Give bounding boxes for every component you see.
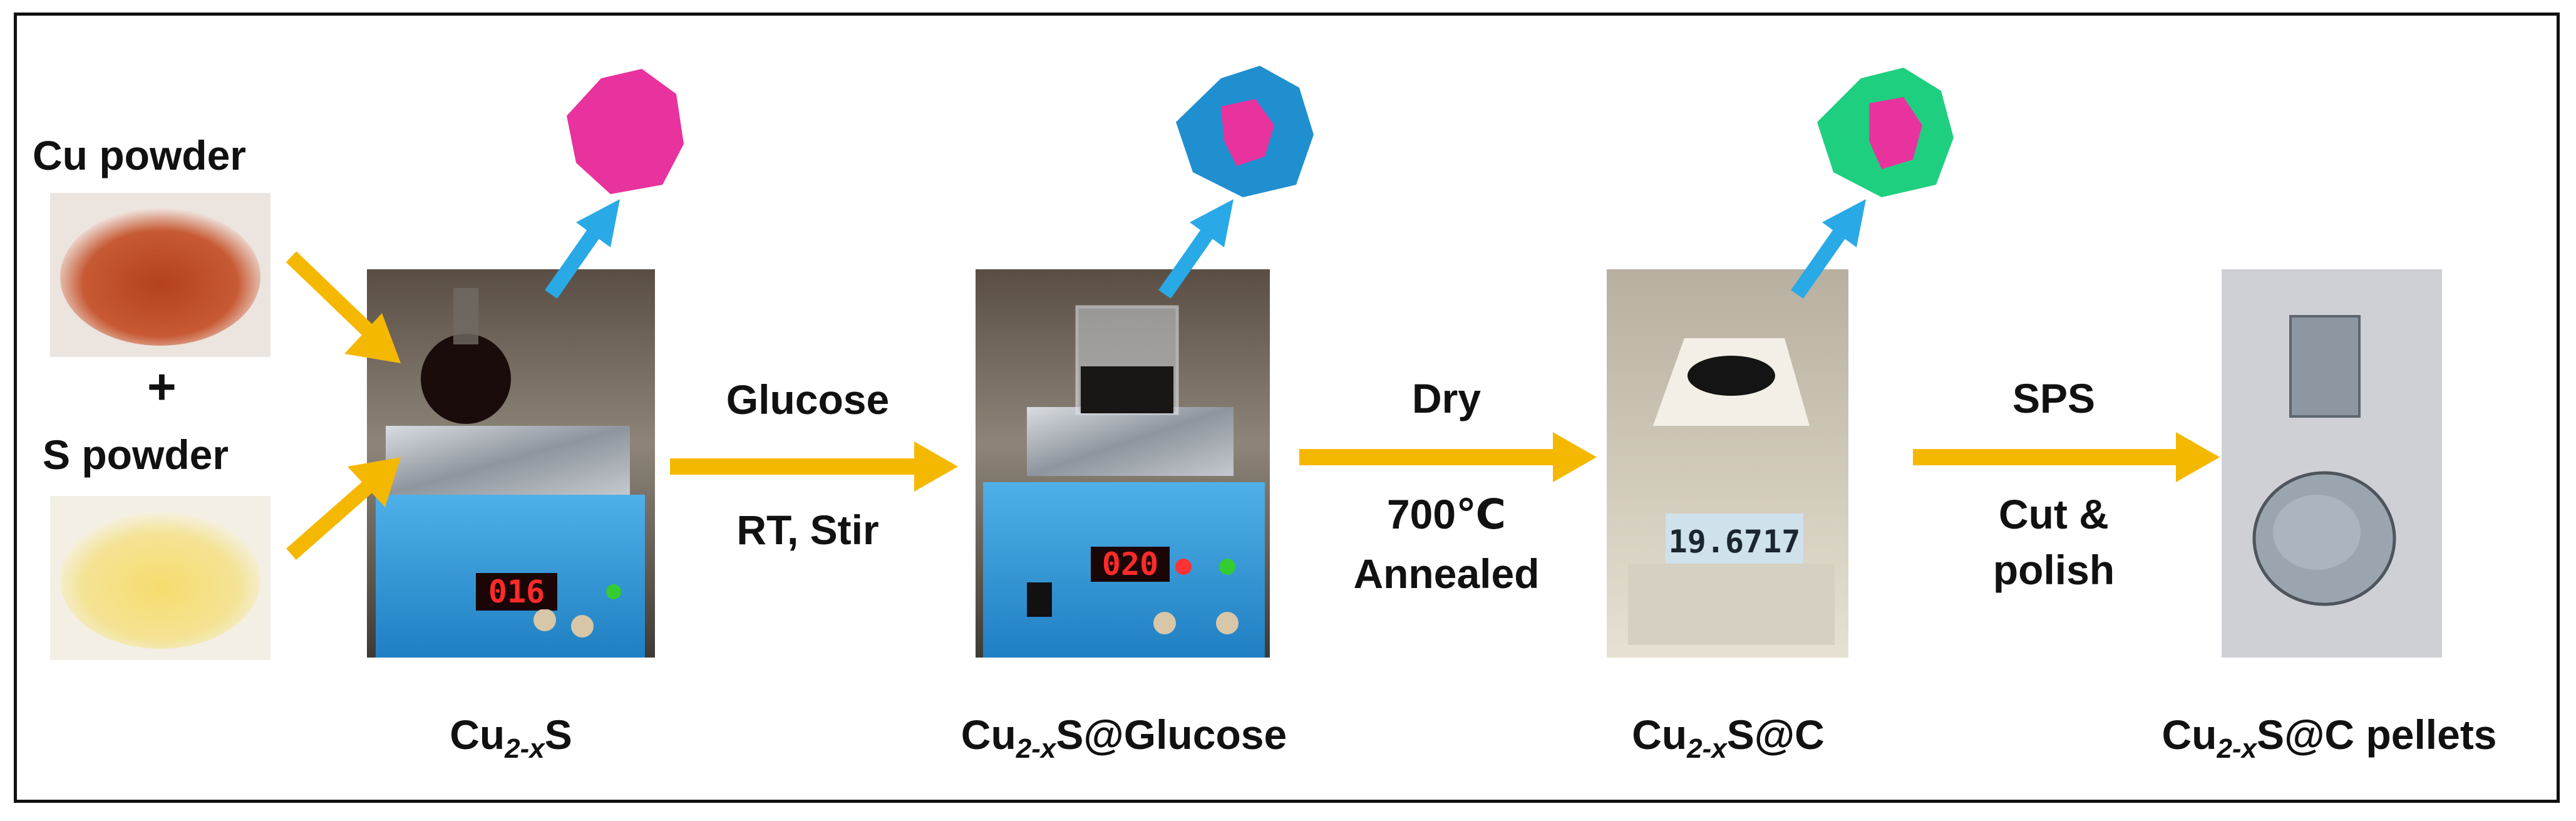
cu-powder-label: Cu powder xyxy=(33,132,246,178)
process-arrow-3 xyxy=(1913,432,2220,482)
stirrer-beaker-photo xyxy=(976,269,1270,658)
s-powder-label: S powder xyxy=(43,431,229,478)
product-label-cu2xs: Cu2-xS xyxy=(450,711,572,764)
s-powder-photo xyxy=(50,496,270,660)
process-arrow-1 xyxy=(670,441,958,492)
blue-arrow-3 xyxy=(1791,199,1866,299)
product-label-cu2xs-glucose: Cu2-xS@Glucose xyxy=(961,711,1287,764)
balance-photo xyxy=(1607,269,1848,658)
step2-top-label: Dry xyxy=(1411,375,1481,421)
step3-cut-label: Cut & xyxy=(1999,491,2109,537)
product-label-cu2xs-c-pellets: Cu2-xS@C pellets xyxy=(2161,711,2497,764)
blue-arrow-2 xyxy=(1158,199,1234,299)
balance-display: 19.6717 xyxy=(1668,524,1801,560)
cu-input-arrow xyxy=(286,251,401,363)
core-particle-icon xyxy=(567,69,684,194)
stirrer2-display: 020 xyxy=(1091,547,1170,582)
plus-sign: + xyxy=(147,359,177,415)
s-input-arrow xyxy=(286,457,401,560)
cu-powder-photo xyxy=(50,193,270,357)
stirrer1-display: 016 xyxy=(477,574,556,609)
step3-polish-label: polish xyxy=(1992,547,2115,593)
step1-bottom-label: RT, Stir xyxy=(736,507,879,553)
process-arrow-2 xyxy=(1299,432,1597,482)
glucose-coated-particle-icon xyxy=(1176,66,1314,197)
step2-annealed-label: Annealed xyxy=(1353,550,1540,597)
step1-top-label: Glucose xyxy=(726,376,890,423)
blue-arrow-1 xyxy=(545,199,620,299)
step3-top-label: SPS xyxy=(2012,375,2096,421)
step2-temperature-label: 700℃ xyxy=(1386,491,1507,537)
product-label-cu2xs-c: Cu2-xS@C xyxy=(1632,711,1825,764)
carbon-coated-particle-icon xyxy=(1817,68,1954,197)
pellets-photo xyxy=(2222,269,2442,658)
